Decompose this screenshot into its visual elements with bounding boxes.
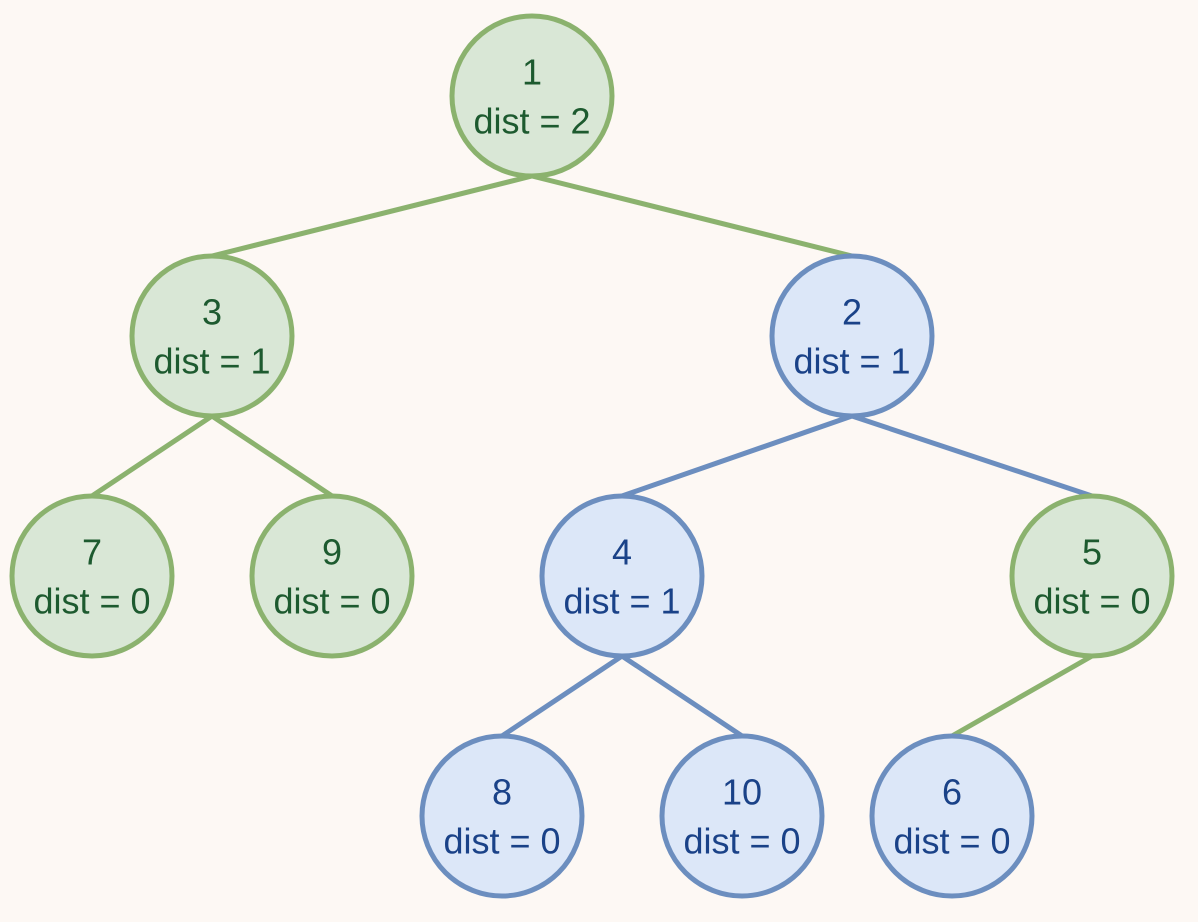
node-circle xyxy=(419,733,585,899)
edge-5-6 xyxy=(950,653,1094,739)
node-dist: dist = 0 xyxy=(443,821,560,862)
node-dist: dist = 0 xyxy=(683,821,800,862)
edge-3-9 xyxy=(210,413,334,499)
node-circle xyxy=(769,253,935,419)
tree-node-3: 3 dist = 1 xyxy=(129,253,295,419)
node-value: 2 xyxy=(842,292,862,333)
node-circle xyxy=(249,493,415,659)
edge-3-7 xyxy=(90,413,214,499)
node-dist: dist = 1 xyxy=(153,341,270,382)
edge-4-10 xyxy=(620,653,744,739)
node-circle xyxy=(539,493,705,659)
node-dist: dist = 2 xyxy=(473,101,590,142)
node-dist: dist = 0 xyxy=(33,581,150,622)
node-dist: dist = 0 xyxy=(893,821,1010,862)
node-value: 10 xyxy=(722,772,762,813)
node-circle xyxy=(659,733,825,899)
tree-node-1: 1 dist = 2 xyxy=(449,13,615,179)
edge-2-4 xyxy=(621,413,853,499)
tree-node-4: 4 dist = 1 xyxy=(539,493,705,659)
node-value: 6 xyxy=(942,772,962,813)
node-circle xyxy=(869,733,1035,899)
tree-node-6: 6 dist = 0 xyxy=(869,733,1035,899)
edge-1-3 xyxy=(211,173,533,259)
node-dist: dist = 0 xyxy=(1033,581,1150,622)
tree-node-7: 7 dist = 0 xyxy=(9,493,175,659)
node-value: 5 xyxy=(1082,532,1102,573)
node-dist: dist = 1 xyxy=(793,341,910,382)
nodes-layer: 1 dist = 2 3 dist = 1 2 dist = 1 7 dist = 0 9 dis… xyxy=(9,13,1175,899)
node-value: 1 xyxy=(522,52,542,93)
node-circle xyxy=(449,13,615,179)
node-circle xyxy=(9,493,175,659)
node-circle xyxy=(1009,493,1175,659)
tree-node-8: 8 dist = 0 xyxy=(419,733,585,899)
tree-node-9: 9 dist = 0 xyxy=(249,493,415,659)
node-value: 8 xyxy=(492,772,512,813)
edge-2-5 xyxy=(851,413,1093,499)
edge-1-2 xyxy=(531,173,853,259)
tree-node-2: 2 dist = 1 xyxy=(769,253,935,419)
node-value: 7 xyxy=(82,532,102,573)
node-value: 9 xyxy=(322,532,342,573)
tree-node-10: 10 dist = 0 xyxy=(659,733,825,899)
tree-node-5: 5 dist = 0 xyxy=(1009,493,1175,659)
node-circle xyxy=(129,253,295,419)
node-value: 4 xyxy=(612,532,632,573)
node-dist: dist = 1 xyxy=(563,581,680,622)
node-value: 3 xyxy=(202,292,222,333)
edge-4-8 xyxy=(500,653,624,739)
edges-layer xyxy=(90,173,1094,739)
node-dist: dist = 0 xyxy=(273,581,390,622)
